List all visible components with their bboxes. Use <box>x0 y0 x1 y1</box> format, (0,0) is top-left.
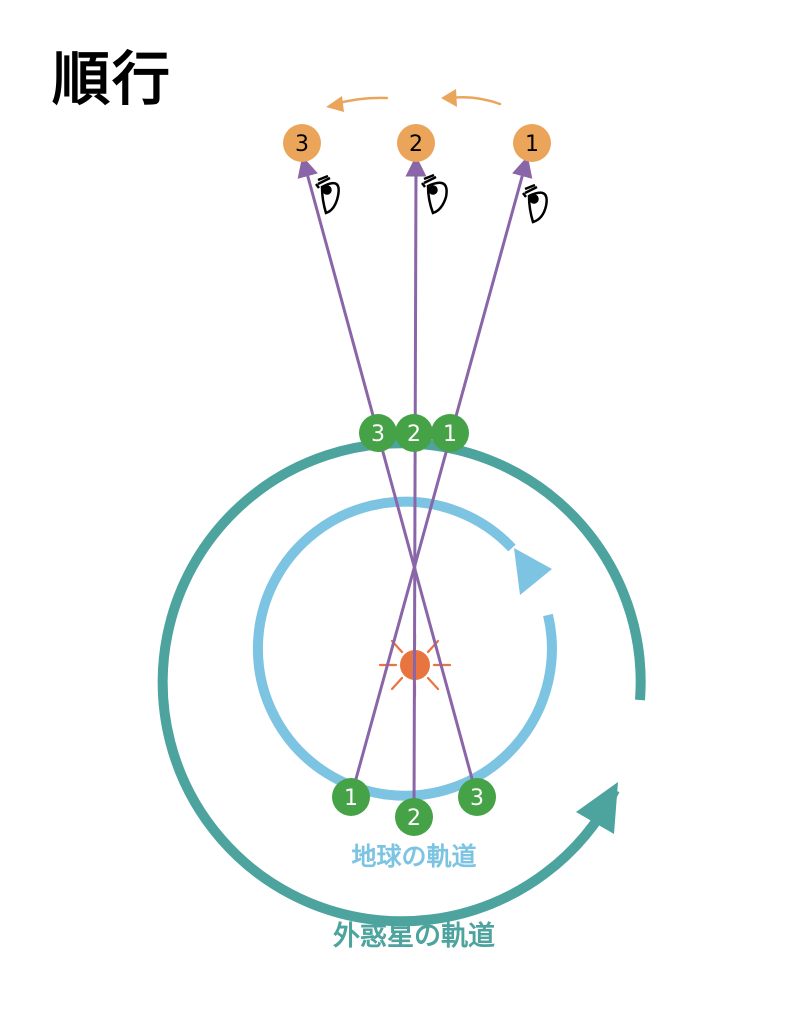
outer-crossing-number-1: 1 <box>443 422 457 447</box>
earth-orbit-label: 地球の軌道 <box>351 842 476 871</box>
sight-line-1 <box>349 155 533 798</box>
earth-marker-2: 2 <box>395 798 433 836</box>
earth-marker-1: 1 <box>332 778 370 816</box>
outer-crossing-marker-3: 3 <box>359 414 397 452</box>
outer-crossing-marker-1: 1 <box>431 414 469 452</box>
page-title: 順行 <box>52 45 173 113</box>
outer-crossing-marker-2: 2 <box>395 414 433 452</box>
earth-number-1: 1 <box>344 786 358 811</box>
sight-line-2 <box>405 155 427 818</box>
outer-orbit-label: 外惑星の軌道 <box>333 920 495 952</box>
motion-arrow-right <box>441 89 502 107</box>
motion-arrow-left <box>326 96 389 112</box>
eye-icon <box>522 183 548 224</box>
planet-marker-2: 2 <box>397 124 435 162</box>
sight-line-3 <box>297 155 479 798</box>
outer-crossing-number-2: 2 <box>407 422 421 447</box>
planet-marker-1: 1 <box>513 124 551 162</box>
earth-orbit-arrowhead <box>514 548 552 595</box>
outer-orbit-arrowhead <box>576 782 618 834</box>
earth-number-2: 2 <box>407 806 421 831</box>
earth-marker-3: 3 <box>458 778 496 816</box>
planet-marker-3: 3 <box>283 124 321 162</box>
earth-orbit <box>252 496 557 801</box>
planet-number-2: 2 <box>409 132 423 157</box>
planet-number-3: 3 <box>295 132 309 157</box>
planet-number-1: 1 <box>525 132 539 157</box>
outer-planet-orbit <box>157 438 646 927</box>
eye-icon <box>421 173 448 215</box>
eye-icon <box>315 174 340 215</box>
outer-crossing-number-3: 3 <box>371 422 385 447</box>
earth-number-3: 3 <box>470 786 484 811</box>
